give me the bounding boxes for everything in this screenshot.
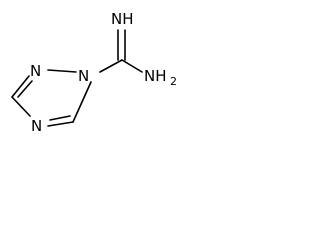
atom-label-n4: N: [31, 117, 42, 135]
atom-label-amine-subscript: 2: [170, 75, 177, 88]
bond-c5-n4: [47, 121, 74, 127]
bond-n2-n1: [47, 69, 77, 73]
bond-c-amine: [121, 59, 143, 73]
bond-n4-c3: [11, 96, 31, 117]
atom-label-amine: NH: [144, 67, 167, 85]
bond-n1-c5: [72, 81, 92, 123]
molecule-structure: N N N NH NH 2: [11, 10, 177, 135]
bond-c5-n4-inner: [49, 115, 71, 121]
atom-label-n1: N: [78, 67, 89, 85]
bond-c3-n2: [11, 75, 30, 98]
bond-n1-c: [99, 59, 123, 73]
atom-label-n2: N: [30, 62, 41, 80]
atom-label-imine: NH: [111, 10, 134, 28]
bond-c3-n2-inner: [17, 80, 33, 98]
